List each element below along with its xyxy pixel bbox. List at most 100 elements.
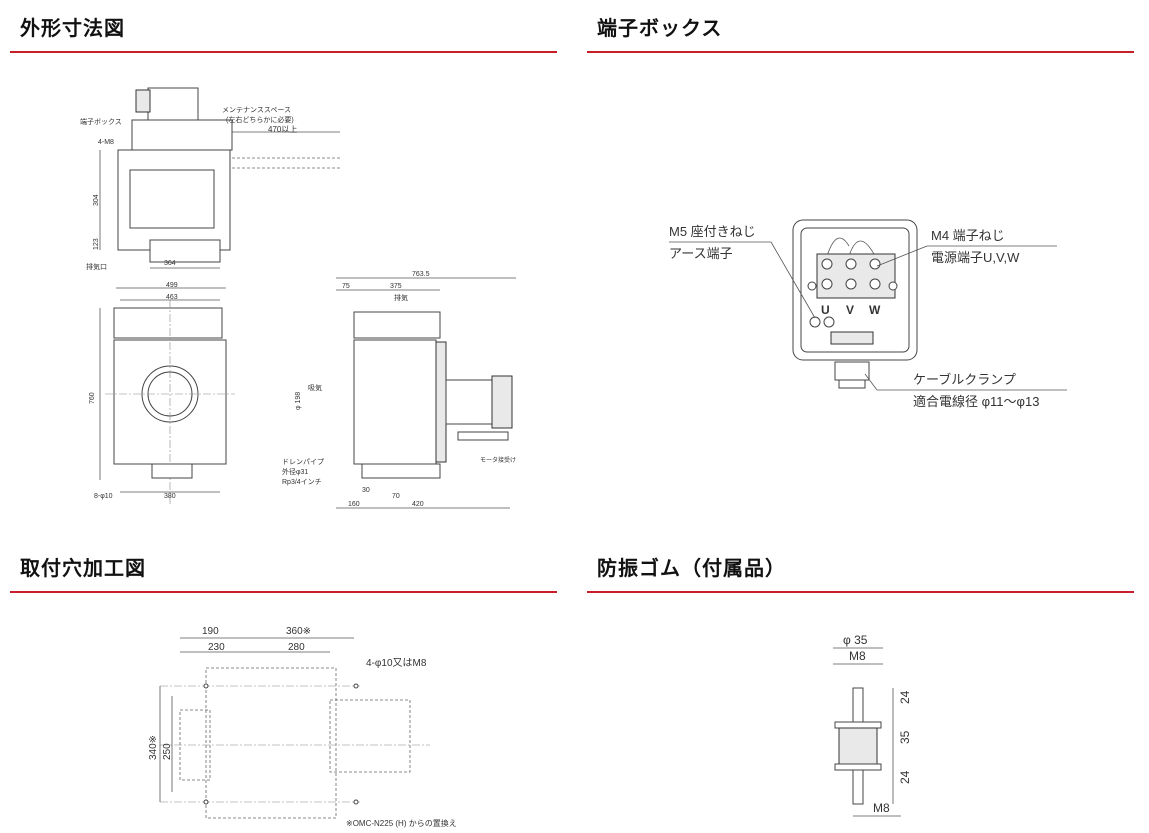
motor-dashed (329, 699, 411, 773)
base-foot (151, 463, 193, 479)
label-h24b: 24 (898, 770, 912, 784)
mounting-panel: 取付穴加工図 190 360※ 230 280 4-φ10又はM8 340※ 2… (10, 540, 557, 833)
upper-window (129, 169, 215, 229)
label-w75: 75 (342, 283, 350, 290)
motor-cap (491, 375, 513, 429)
mounting-title: 取付穴加工図 (20, 558, 146, 580)
label-w364: 364 (164, 260, 176, 267)
label-d420: 420 (412, 501, 424, 508)
side-edge (435, 341, 447, 463)
side-base (361, 463, 441, 479)
label-w463: 463 (166, 294, 178, 301)
label-drain-pipe: ドレンパイプ (282, 458, 324, 466)
label-w: W (869, 303, 881, 317)
m4-leader (876, 245, 928, 267)
label-holes: 4-φ10又はM8 (366, 657, 427, 669)
rubber-title: 防振ゴム（付属品） (597, 558, 786, 580)
label-m8-top: M8 (849, 649, 866, 663)
terminal-box-shape (135, 89, 151, 113)
stud-top (852, 687, 864, 723)
label-d198: φ 198 (295, 392, 302, 410)
wires (826, 237, 876, 257)
earth-screw-2 (823, 316, 835, 328)
label-bolts: 4-M8 (98, 139, 114, 146)
label-d30: 30 (362, 487, 370, 494)
label-h304: 304 (93, 194, 100, 206)
label-h760: 760 (89, 392, 96, 404)
screw-u-bottom (821, 278, 833, 290)
label-note: ※OMC-N225 (H) からの置換え (346, 818, 457, 828)
stud-bottom (852, 769, 864, 805)
side-top (353, 311, 441, 339)
outline-dashed (205, 667, 337, 819)
label-cable-clamp: ケーブルクランプ (913, 372, 1016, 387)
label-terminal-box: 端子ボックス (80, 117, 122, 126)
screw-u-top (821, 258, 833, 270)
label-h250: 250 (162, 743, 173, 760)
label-d360: 360※ (286, 626, 311, 637)
label-v: V (846, 303, 854, 317)
screw-left (807, 281, 817, 291)
outline-rule (10, 51, 557, 53)
terminal-rule (587, 51, 1134, 53)
label-motor-mount: モータ接受け (480, 456, 516, 464)
rubber-body (838, 727, 878, 765)
label-h24a: 24 (898, 690, 912, 704)
label-d280: 280 (288, 642, 305, 653)
clamp-end (838, 379, 866, 389)
rubber-rule (587, 591, 1134, 593)
terminal-panel: 端子ボックス U V W M5 座付きねじ アース端子 M4 端子ねじ 電源端子… (587, 0, 1134, 540)
outline-title: 外形寸法図 (20, 18, 125, 40)
label-w375: 375 (390, 283, 402, 290)
label-intake: 吸気 (308, 383, 322, 392)
label-dia: φ 35 (843, 633, 868, 647)
terminal-drawing: U V W M5 座付きねじ アース端子 M4 端子ねじ 電源端子U,V,W ケ… (669, 219, 1067, 409)
mounting-rule (10, 591, 557, 593)
screw-v-bottom (845, 278, 857, 290)
label-d190: 190 (202, 626, 219, 637)
m5-leader (770, 241, 816, 319)
label-exhaust-port: 排気口 (86, 262, 107, 271)
plate-top (834, 721, 882, 729)
outline-drawing: 端子ボックス メンテナンススペース (左右どちらかに必要) 470以上 4-M8… (80, 87, 516, 509)
label-cable-dia: 適合電線径 φ11〜φ13 (913, 394, 1039, 409)
motor-side (445, 379, 493, 425)
side-body (353, 339, 437, 465)
label-holes: 8-φ10 (94, 493, 113, 500)
label-h123: 123 (93, 238, 100, 250)
label-exhaust: 排気 (394, 293, 408, 302)
motor-mount-bracket (457, 431, 509, 441)
earth-screw-1 (809, 316, 821, 328)
label-drain-od: 外径φ31 (282, 467, 308, 476)
label-maintenance-dim: 470以上 (268, 125, 297, 134)
label-w7635: 763.5 (412, 271, 430, 278)
mounting-drawing: 190 360※ 230 280 4-φ10又はM8 340※ 250 ※OMC… (148, 626, 457, 828)
rubber-drawing: φ 35 M8 24 35 24 M8 (833, 633, 912, 817)
exhaust-port-shape (149, 239, 221, 263)
motor-mount (131, 119, 233, 151)
label-u: U (821, 303, 830, 317)
hole-1 (203, 683, 209, 689)
clamp-body (834, 361, 870, 381)
screw-w-bottom (869, 278, 881, 290)
clamp-top (830, 331, 874, 345)
label-h340: 340※ (148, 735, 159, 760)
label-w380: 380 (164, 493, 176, 500)
label-w499: 499 (166, 282, 178, 289)
terminal-title: 端子ボックス (597, 18, 723, 40)
label-drain-thread: Rp3/4インチ (282, 478, 322, 486)
hole-3 (203, 799, 209, 805)
outline-panel: 外形寸法図 端子ボックス メンテナンススペース (左右どちらかに必要) 470以… (10, 0, 557, 540)
label-d160: 160 (348, 501, 360, 508)
label-d70: 70 (392, 493, 400, 500)
lower-cap (113, 307, 223, 339)
label-power-terminal: 電源端子U,V,W (931, 250, 1020, 265)
hole-4 (353, 799, 359, 805)
clamp-leader (864, 373, 878, 391)
screw-right (888, 281, 898, 291)
label-h35: 35 (898, 730, 912, 744)
plate-bottom (834, 763, 882, 771)
rubber-panel: 防振ゴム（付属品） φ 35 M8 24 35 24 M8 (587, 540, 1134, 833)
screw-w-top (869, 258, 881, 270)
label-d230: 230 (208, 642, 225, 653)
